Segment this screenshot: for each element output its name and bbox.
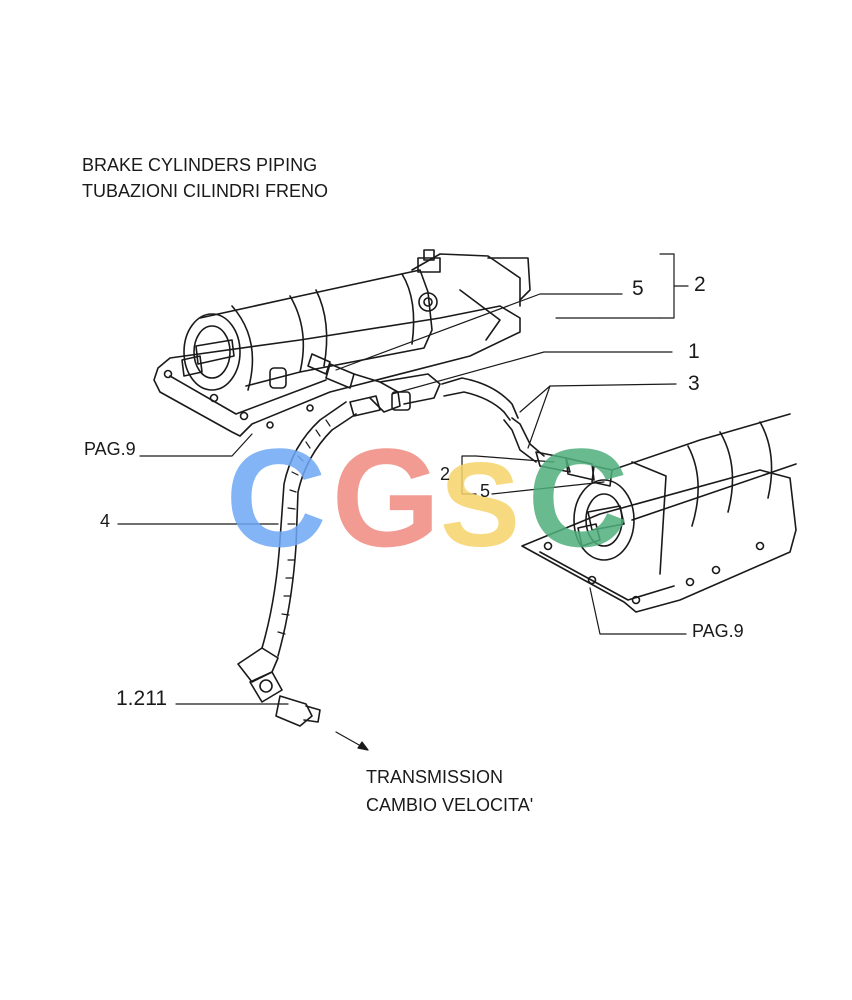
destination-line-1: TRANSMISSION	[366, 767, 504, 787]
callout-1: 1	[688, 340, 700, 363]
callout-ref-1211: 1.211	[116, 687, 167, 710]
watermark-letter: S	[440, 438, 520, 572]
callout-pag9-right: PAG.9	[692, 621, 744, 641]
callout-2-top: 2	[694, 273, 706, 296]
callout-3: 3	[688, 372, 700, 395]
upper-brake-housing	[153, 249, 531, 437]
callout-4: 4	[100, 511, 111, 531]
destination-line-2: CAMBIO VELOCITA'	[366, 795, 534, 815]
leader-lines	[117, 253, 689, 751]
hose-4	[237, 401, 357, 727]
callout-5-mid: 5	[480, 481, 491, 501]
upper-fittings	[307, 353, 441, 417]
watermark-letter: C	[225, 419, 326, 576]
title-line-1: BRAKE CYLINDERS PIPING	[82, 155, 318, 175]
callout-2-mid: 2	[440, 464, 451, 484]
callout-5-top: 5	[632, 277, 644, 300]
title-line-2: TUBAZIONI CILINDRI FRENO	[82, 181, 329, 201]
watermark-letter: G	[332, 419, 441, 576]
watermark-letter: C	[527, 419, 628, 576]
direction-arrow-icon	[357, 741, 369, 751]
hose-3	[441, 377, 613, 487]
lower-brake-housing	[521, 413, 797, 613]
callout-pag9-left: PAG.9	[84, 439, 136, 459]
